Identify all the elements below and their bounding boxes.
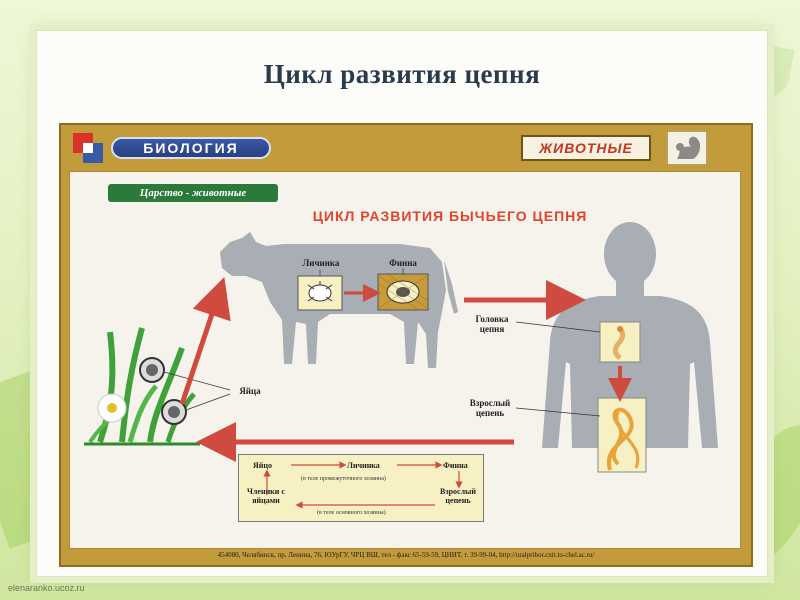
label-finna: Финна xyxy=(389,258,417,268)
scheme-main-host: (в теле основного хозяина) xyxy=(317,510,386,516)
diagram-panel: Царство - животные ЦИКЛ РАЗВИТИЯ БЫЧЬЕГО… xyxy=(69,171,741,549)
squirrel-icon xyxy=(667,131,707,165)
slide: Цикл развития цепня БИОЛОГИЯ ЖИВОТНЫЕ Ца… xyxy=(36,30,768,577)
tapeworm-head-box xyxy=(599,321,641,363)
adult-tapeworm-box xyxy=(597,397,647,473)
scheme-segments: Членики с яйцами xyxy=(247,487,285,505)
poster: БИОЛОГИЯ ЖИВОТНЫЕ Царство - животные ЦИК… xyxy=(59,123,753,567)
adult-pointer-line xyxy=(515,407,601,417)
label-eggs: Яйца xyxy=(239,386,261,396)
scheme-arrows xyxy=(263,461,463,509)
animals-badge: ЖИВОТНЫЕ xyxy=(521,135,651,161)
label-head: Головка цепня xyxy=(475,314,509,334)
diagram-title: ЦИКЛ РАЗВИТИЯ БЫЧЬЕГО ЦЕПНЯ xyxy=(312,208,588,224)
kingdom-label: Царство - животные xyxy=(108,184,278,202)
cycle-scheme-box: Яйцо Личинка Финна (в теле промежуточног… xyxy=(238,454,484,522)
slide-title: Цикл развития цепня xyxy=(263,59,541,89)
label-larva: Личинка xyxy=(302,258,340,268)
scheme-finna: Финна xyxy=(443,461,468,470)
finna-box xyxy=(377,273,429,311)
human-silhouette xyxy=(542,222,718,448)
grass-plant xyxy=(84,327,200,446)
scheme-egg: Яйцо xyxy=(253,461,272,470)
larva-box xyxy=(297,275,343,311)
egg-circles xyxy=(139,357,187,425)
site-watermark: elenaranko.ucoz.ru xyxy=(8,583,85,593)
eggs-to-cow-arrow xyxy=(179,277,231,405)
scheme-larva: Личинка xyxy=(347,461,380,470)
scheme-intermediate-host: (в теле промежуточного хозяина) xyxy=(301,476,386,482)
life-cycle-diagram xyxy=(84,222,718,473)
scheme-adult: Взрослый цепень xyxy=(440,487,476,505)
biology-badge: БИОЛОГИЯ xyxy=(111,137,271,159)
logo-icon xyxy=(73,133,103,163)
poster-address: 454080, Челябинск, пр. Ленина, 76, ЮУрГУ… xyxy=(217,551,595,559)
daisy-flower xyxy=(97,393,127,423)
head-pointer-line xyxy=(515,321,601,333)
label-adult: Взрослый цепень xyxy=(469,398,511,418)
eggs-pointer-line xyxy=(163,371,231,391)
